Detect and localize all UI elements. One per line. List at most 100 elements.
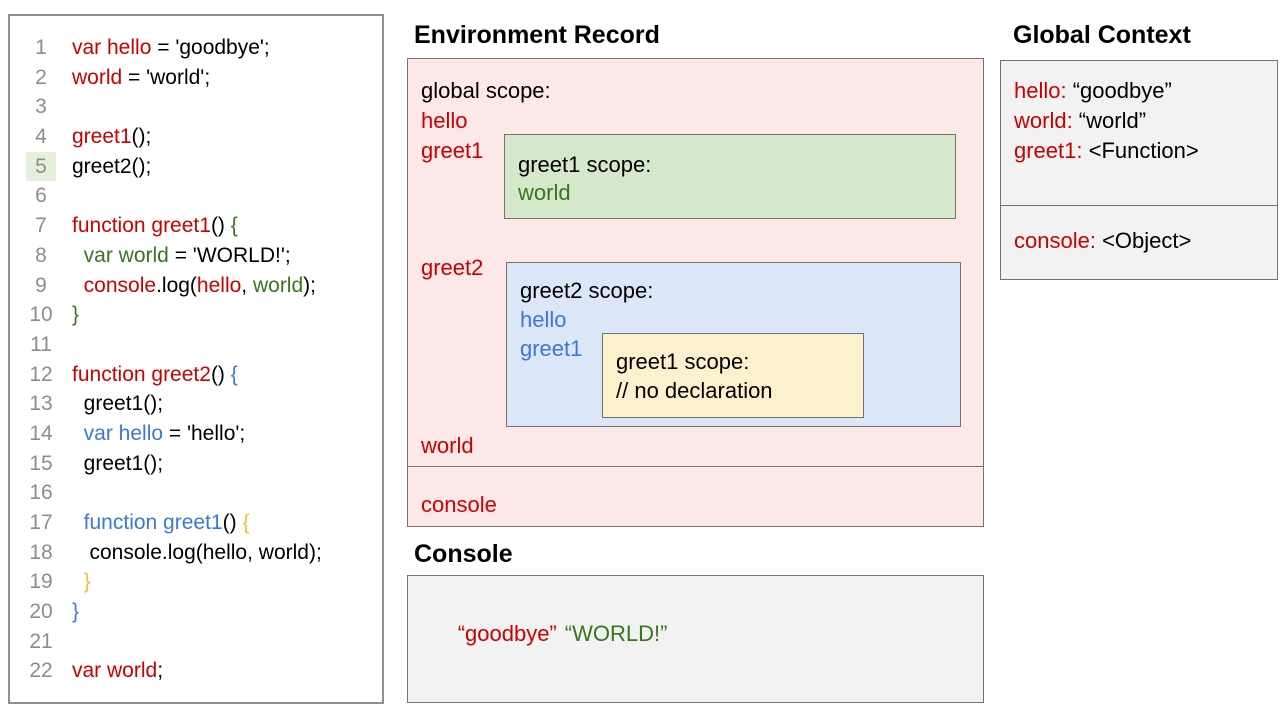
- code-text: }: [72, 300, 79, 330]
- line-number: 16: [29, 481, 53, 505]
- code-token: [72, 422, 84, 445]
- context-var-value: “world”: [1072, 108, 1147, 133]
- code-token: (): [210, 214, 231, 238]
- nested-greet1-scope-label: greet1 scope:: [616, 349, 750, 374]
- code-token: console: [83, 273, 157, 297]
- line-number: 14: [29, 421, 53, 445]
- code-token: ,: [241, 273, 253, 297]
- context-var-name: greet1:: [1014, 138, 1083, 163]
- console-log-arg1: “goodbye”: [457, 621, 557, 646]
- code-line: 17 function greet1() {: [10, 508, 382, 538]
- code-token: .log(: [156, 273, 197, 297]
- context-row-world: world: “world”: [1014, 107, 1146, 135]
- code-token: greet1: [72, 125, 132, 149]
- code-token: (): [210, 362, 231, 386]
- greet2-var-hello: hello: [520, 307, 567, 332]
- code-line: 2 world = 'world';: [10, 63, 382, 93]
- code-text: function greet1() {: [72, 508, 250, 538]
- code-token: }: [72, 303, 80, 327]
- code-token: greet1();: [72, 392, 164, 416]
- code-token: world: [252, 273, 304, 297]
- code-token: }: [72, 600, 80, 624]
- code-token: greet2();: [72, 154, 152, 178]
- code-line: 20}: [10, 597, 382, 627]
- line-number: 8: [35, 243, 47, 267]
- code-token: (): [222, 511, 243, 534]
- line-number: 21: [29, 629, 53, 653]
- line-number: 2: [35, 65, 47, 89]
- console-var-box: console: [407, 466, 984, 527]
- code-token: var hello: [72, 36, 152, 59]
- code-line: 3: [10, 92, 382, 122]
- global-var-console: console: [421, 492, 497, 517]
- line-number: 6: [35, 184, 47, 208]
- code-token: function greet2: [72, 362, 211, 386]
- context-var-value: <Function>: [1082, 138, 1199, 163]
- code-token: hello: [196, 273, 242, 297]
- console-output-box: “goodbye” “WORLD!”: [407, 575, 984, 703]
- nested-greet1-scope-box: greet1 scope: // no declaration: [602, 333, 864, 418]
- context-var-name: world:: [1014, 108, 1073, 133]
- global-context-vars-box: hello: “goodbye” world: “world” greet1: …: [1000, 60, 1278, 206]
- code-line: 8 var world = 'WORLD!';: [10, 241, 382, 271]
- code-token: }: [83, 570, 91, 594]
- context-row-greet1: greet1: <Function>: [1014, 137, 1199, 165]
- code-token: );: [303, 273, 316, 297]
- code-text: function greet2() {: [72, 360, 238, 390]
- code-token: {: [242, 511, 250, 534]
- code-token: var hello: [83, 421, 164, 445]
- code-line: 7 function greet1() {: [10, 211, 382, 241]
- code-token: = 'hello';: [163, 421, 246, 445]
- line-number: 10: [29, 303, 53, 327]
- code-text: world = 'world';: [72, 63, 210, 93]
- code-line: 14 var hello = 'hello';: [10, 419, 382, 449]
- line-number: 7: [35, 214, 47, 238]
- code-text: var world;: [72, 656, 163, 686]
- code-text: console.log(hello, world);: [72, 271, 316, 301]
- code-text: function greet1() {: [72, 211, 238, 241]
- console-log-line: “goodbye” “WORLD!”: [421, 592, 668, 676]
- code-token: [72, 570, 84, 593]
- console-log-arg2: “WORLD!”: [564, 621, 668, 646]
- code-token: [72, 511, 84, 534]
- line-number: 13: [29, 392, 53, 416]
- code-text: var hello = 'hello';: [72, 419, 246, 449]
- code-text: var hello = 'goodbye';: [72, 33, 270, 63]
- global-var-world: world: [421, 433, 474, 458]
- greet1-var-world: world: [518, 180, 571, 205]
- code-text: }: [72, 567, 91, 597]
- code-line: 11: [10, 330, 382, 360]
- code-line: 10}: [10, 300, 382, 330]
- code-token: function greet1: [83, 511, 223, 534]
- line-number: 19: [29, 570, 53, 594]
- code-text: greet1();: [72, 122, 151, 152]
- global-var-greet2: greet2: [421, 255, 484, 280]
- code-token: [72, 274, 84, 297]
- code-token: = 'world';: [122, 65, 211, 89]
- line-number: 20: [29, 600, 53, 624]
- code-token: var world: [72, 659, 158, 683]
- code-line: 13 greet1();: [10, 389, 382, 419]
- code-line: 16: [10, 478, 382, 508]
- greet2-scope-box: greet2 scope: hello greet1 greet1 scope:…: [506, 262, 961, 427]
- line-number: 15: [29, 451, 53, 475]
- greet1-scope-label: greet1 scope:: [518, 152, 652, 177]
- context-var-name: console:: [1014, 228, 1096, 253]
- code-line: 9 console.log(hello, world);: [10, 271, 382, 301]
- code-token: ;: [157, 659, 164, 683]
- global-var-greet1: greet1: [421, 138, 484, 163]
- code-text: }: [72, 597, 79, 627]
- global-context-title: Global Context: [1013, 21, 1191, 49]
- context-var-value: <Object>: [1095, 228, 1192, 253]
- code-line: 18 console.log(hello, world);: [10, 538, 382, 568]
- global-context-console-box: console: <Object>: [1000, 205, 1278, 280]
- global-scope-box: global scope: hello greet1 greet1 scope:…: [407, 58, 984, 467]
- nested-greet1-comment: // no declaration: [616, 378, 773, 403]
- greet2-var-greet1: greet1: [520, 336, 583, 361]
- greet1-scope-box: greet1 scope: world: [504, 134, 956, 219]
- code-token: greet1();: [72, 451, 164, 475]
